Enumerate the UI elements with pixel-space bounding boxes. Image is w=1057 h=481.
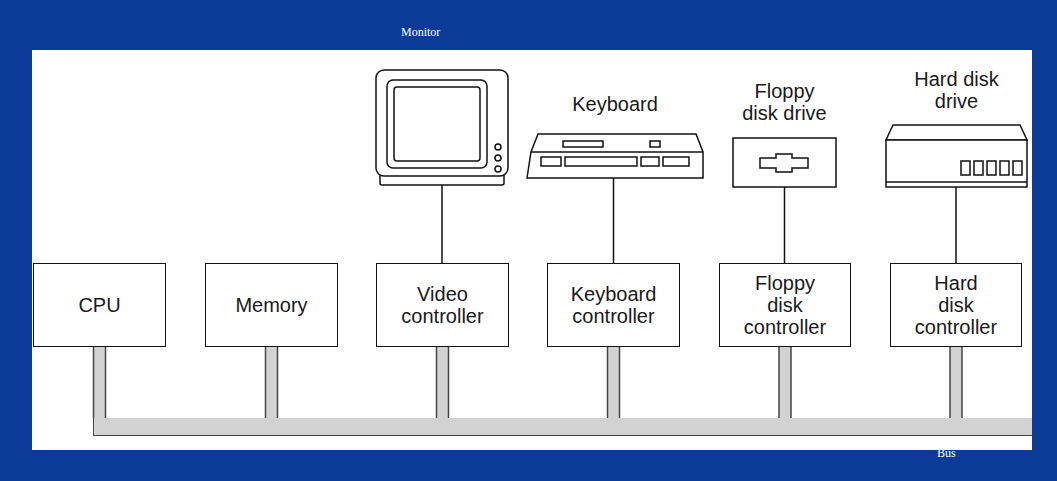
- bus-tap: [950, 347, 962, 421]
- system-bus: Bus: [93, 418, 1032, 436]
- monitor-knob: [495, 144, 501, 150]
- hard-disk-front: [886, 140, 1027, 187]
- box-label: Floppy disk controller: [743, 272, 827, 338]
- controller-box: Keyboard controller: [547, 263, 680, 347]
- hard-disk-device: Hard disk drive: [886, 68, 1027, 187]
- device-cable: [442, 185, 443, 263]
- bus-tap: [437, 347, 449, 421]
- device-label: Keyboard: [572, 93, 658, 115]
- component-box: CPU: [33, 263, 166, 347]
- hard-disk-light: [974, 161, 983, 175]
- box-label: CPU: [78, 294, 120, 316]
- white-panel: [32, 50, 1032, 450]
- monitor-device: Monitor: [376, 70, 508, 185]
- bus-tap: [779, 347, 791, 421]
- monitor-body: [376, 70, 508, 176]
- box-label: Keyboard controller: [556, 283, 671, 327]
- box-label: Video controller: [385, 283, 500, 327]
- device-cable: [613, 178, 614, 263]
- hard-disk-light: [961, 161, 970, 175]
- device-label: Floppy disk drive: [735, 80, 835, 124]
- device-label: Monitor: [401, 25, 440, 39]
- keyboard-device: Keyboard: [527, 93, 703, 178]
- keyboard-keys: [563, 141, 603, 147]
- device-label: Bus: [937, 446, 956, 460]
- keyboard-keys: [565, 157, 637, 166]
- hard-disk-lip: [886, 181, 1027, 183]
- hard-disk-light: [987, 161, 996, 175]
- monitor-screen: [394, 87, 480, 161]
- keyboard-edge: [531, 151, 703, 153]
- device-cable: [784, 187, 785, 263]
- keyboard-keys: [650, 141, 660, 147]
- component-box: Memory: [205, 263, 338, 347]
- controller-box: Hard disk controller: [890, 263, 1022, 347]
- box-label: Hard disk controller: [914, 272, 998, 338]
- floppy-drive-body: [733, 138, 836, 187]
- device-label: Hard disk drive: [914, 68, 1000, 112]
- bus-tap: [94, 347, 106, 421]
- controller-box: Floppy disk controller: [719, 263, 851, 347]
- hard-disk-top: [886, 125, 1027, 140]
- monitor-knob: [495, 166, 501, 172]
- hard-disk-light: [1013, 161, 1022, 175]
- floppy-drive-device: Floppy disk drive: [733, 80, 836, 187]
- bus-tap: [608, 347, 620, 421]
- bus-tap: [266, 347, 278, 421]
- hard-disk-light: [1000, 161, 1009, 175]
- keyboard-keys: [641, 157, 659, 166]
- floppy-slot: [760, 154, 808, 172]
- monitor-knob: [495, 155, 501, 161]
- keyboard-body: [527, 134, 703, 178]
- keyboard-keys: [541, 157, 561, 166]
- monitor-bezel: [387, 80, 487, 168]
- device-cable: [956, 187, 957, 263]
- box-label: Memory: [235, 294, 307, 316]
- controller-box: Video controller: [376, 263, 509, 347]
- keyboard-keys: [663, 157, 689, 166]
